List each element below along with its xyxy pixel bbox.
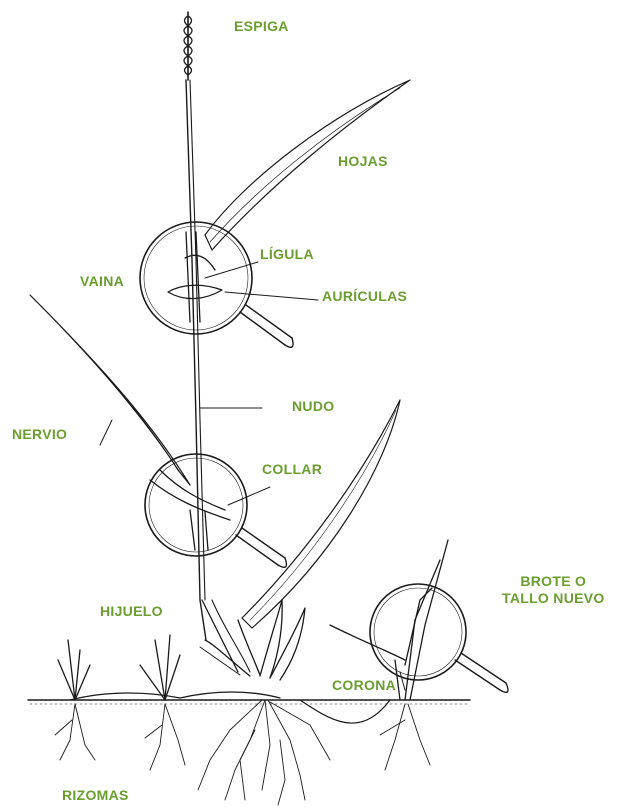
label-hojas: HOJAS [338,153,388,170]
label-rizomas: RIZOMAS [62,787,129,804]
label-auriculas: AURÍCULAS [322,288,407,305]
label-brote: BROTE O TALLO NUEVO [502,573,605,607]
rhizome [70,692,280,700]
label-corona: CORONA [332,677,396,694]
left-leaf [30,295,190,485]
label-nudo: NUDO [292,398,334,415]
label-vaina: VAINA [80,273,124,290]
label-ligula: LÍGULA [260,246,314,263]
label-collar: COLLAR [262,461,322,478]
label-nervio: NERVIO [12,426,67,443]
spike-drawing [184,12,192,80]
small-plantlet-2 [140,635,180,700]
label-espiga: ESPIGA [234,18,289,35]
middle-leaf [242,400,400,628]
magnifier-ligula [140,222,293,347]
label-brote-line1: BROTE O [502,573,605,590]
small-plantlet-1 [58,640,90,700]
leader-lines [100,262,405,690]
label-hijuelo: HIJUELO [100,603,163,620]
label-brote-line2: TALLO NUEVO [502,590,605,607]
